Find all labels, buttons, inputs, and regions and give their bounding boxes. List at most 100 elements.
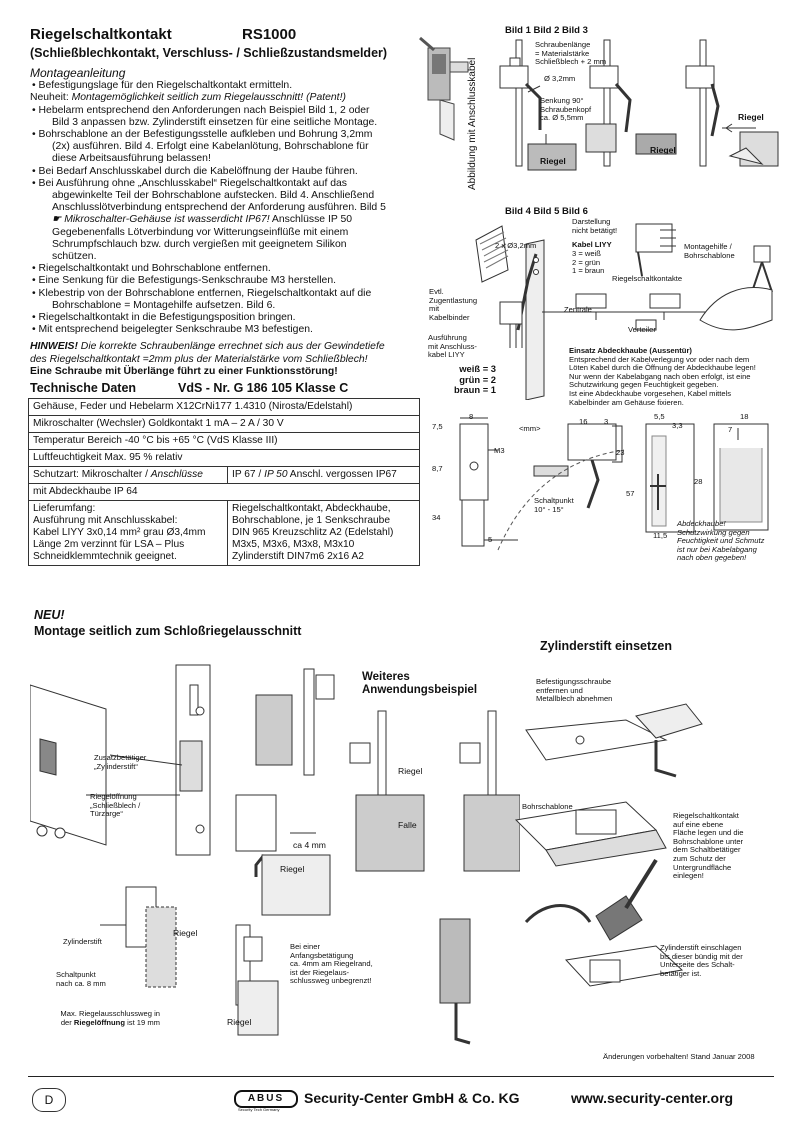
riegeloeffnung-line: Türzarge“ [90,809,123,819]
riegeloeffnung-line: „Schließblech / [90,800,141,810]
dim-label: 8,7 [432,464,443,473]
table-cell: Luftfeuchtigkeit Max. 95 % relativ [28,449,420,467]
abdeckhaube-line: nach oben gegeben! [677,553,747,563]
ca4-label: ca 4 mm [293,840,326,850]
list-item-cont: Gegebenenfalls Lötverbindung vor Witteru… [52,226,349,238]
abdeckhaube-line: Schutzwirkung gegen [677,527,750,537]
table-row: Lieferumfang: Ausführung mit Anschlusska… [28,500,420,566]
list-item: Klebestrip von der Bohrschablone entfern… [30,288,420,300]
zyl-line: bis dieser bündig mit der [660,951,743,961]
abus-logo: ABUS [234,1090,298,1108]
schraubenlaenge-line: Schraubenlänge [535,40,591,49]
schutz-right-it: IP 50 [264,469,288,480]
wire-weiss: weiß = 3 [459,363,496,374]
senkung-line: Schraubenkopf [540,104,592,114]
weiteres-line: Anwendungsbeispiel [362,684,478,696]
footer-divider [28,1076,774,1077]
evtl-label: Evtl. Zugentlastung mit Kabelbinder [429,287,477,322]
dim-label: 7 [728,425,733,434]
dim-label: 7,5 [432,422,443,431]
schutz-right-rest: Anschl. vergossen IP67 [287,469,397,480]
liefer-line: DIN 965 Kreuzschlitz A2 (Edelstahl) [232,527,394,538]
dim-label: 3,3 [672,421,683,430]
befestigung-label: Befestigungsschraube entfernen und Metal… [536,677,612,704]
ausfuehrung-line: Ausführung [428,333,467,342]
dim-label: 5 [488,535,493,544]
kabel-colors: 3 = weiß 2 = grün 1 = braun [572,249,604,276]
abbildung-label: Abbildung mit Anschlusskabel [467,40,482,190]
einsatz-line: Nur wenn der Kabelabgang nach oben erfol… [569,371,751,381]
abdeckhaube-line: Feuchtigkeit und Schmutz [677,536,765,546]
falle-label: Falle [398,820,417,830]
evtl-line: Kabelbinder [429,312,470,322]
befestigung-line: entfernen und [536,685,583,695]
riegel-label: Riegel [227,1017,252,1027]
list-item-cont: Schrumpfschlauch bzw. durch vergießen mi… [52,238,347,250]
riegeloeffnung-label: Riegelöffnung „Schließblech / Türzarge“ [90,792,141,819]
rsk-line: zum Schutz der [673,853,726,863]
kabel-color: 2 = grün [572,257,601,267]
dim-label: 5,5 [654,412,665,421]
riegel-label: Riegel [398,766,423,776]
abus-logo-sub: Security Tech Germany [238,1107,280,1112]
dim-label: 11,5 [653,531,668,540]
montagehilfe-line: Montagehilfe / [684,242,732,251]
website-link[interactable]: www.security-center.org [571,1090,734,1106]
neuheit-line: Neuheit: Montagemöglichkeit seitlich zum… [30,92,420,104]
schaltpunkt8-line: nach ca. 8 mm [56,978,106,988]
dim-label: 28 [694,477,703,486]
dim-label: 57 [626,489,635,498]
anfang-line: schlussweg unbegrenzt! [290,976,372,986]
ip50-note: Anschlüsse IP 50 [269,214,353,226]
liefer-line: Bohrschablone, je 1 Senkschraube [232,515,391,526]
weiteres-title: Weiteres Anwendungsbeispiel [362,671,477,697]
table-cell: Riegelschaltkontakt, Abdeckhaube, Bohrsc… [227,500,420,566]
rsk-line: einlegen! [673,871,704,881]
schutz-left: Schutzart: Mikroschalter / [33,469,151,480]
dim-label: 23 [616,448,625,457]
schaltpunkt-label: Schaltpunkt 10° - 15° [534,496,574,514]
montage-section: Montageanleitung Befestigungslage für de… [30,67,420,378]
einsatz-title: Einsatz Abdeckhaube (Aussentür) [569,346,692,355]
einsatz-line: Löten Kabel durch die Öffnung der Abdeck… [569,363,756,373]
list-item: Bei Ausführung ohne „Anschlusskabel“ Rie… [30,178,420,190]
table-row: Schutzart: Mikroschalter / Anschlüsse IP… [28,466,420,484]
schraubenlaenge-line: Schließblech + 2 mm [535,57,607,67]
country-badge: D [32,1088,66,1112]
riegel-label: Riegel [540,156,566,166]
montage-heading: Montageanleitung [30,66,126,80]
dimension-drawing [459,417,769,551]
liefer-line: Schneidklemmtechnik geeignet. [33,551,177,562]
list-item-cont: Bohrschablone = Montagehilfe aufsetzen. … [52,299,276,311]
darstellung-line: Darstellung [572,217,611,226]
hinweis-text2: des Riegelschaltkontakt =2mm plus der Ma… [30,353,368,365]
rsk-line: auf eine ebene [673,819,724,829]
model-number: RS1000 [242,26,297,43]
ausfuehrung-line: kabel LIYY [428,350,465,360]
evtl-line: Evtl. [429,287,444,296]
aenderung-note: Änderungen vorbehalten! Stand Januar 200… [603,1052,755,1061]
list-item: Mit entsprechend beigelegter Senkschraub… [30,324,420,336]
zyl-line: Unterseite des Schalt- [660,960,735,970]
page-subtitle: (Schließblechkontakt, Verschluss- / Schl… [30,46,388,60]
list-item-cont: ☛ Mikroschalter-Gehäuse ist wasserdicht … [30,214,420,226]
anfang-line: Anfangsbetätigung [290,950,354,960]
table-cell: Gehäuse, Feder und Hebelarm X12CrNi177 1… [28,398,420,416]
hinweis-warning: Eine Schraube mit Überlänge führt zu ein… [30,365,338,377]
table-row: Mikroschalter (Wechsler) Goldkontakt 1 m… [28,415,420,433]
max-weg-bold: Riegelöffnung [73,1017,125,1027]
abbildung-vertical-text: Abbildung mit Anschlusskabel [467,57,478,190]
anfang-line: ca. 4mm am Riegelrand, [290,959,373,969]
montagehilfe-label: Montagehilfe / Bohrschablone [684,242,735,260]
zyl-text: Zylinderstift einschlagen bis dieser bün… [660,943,743,978]
zylinderstift-label: Zylinderstift [63,937,102,946]
rsk-line: Bohrschablone unter [673,836,744,846]
company-name: Security-Center GmbH & Co. KG [304,1090,520,1106]
liefer-line: M3x5, M3x6, M3x8, M3x10 [232,539,355,550]
max-weg-line: Max. Riegelausschlussweg in [60,1009,160,1018]
mm-label: <mm> [519,424,541,433]
hinweis-text: Die korrekte Schraubenlänge errechnet si… [77,341,385,353]
evtl-line: mit [429,304,440,314]
hinweis: HINWEIS! Die korrekte Schraubenlänge err… [30,341,420,353]
dim-label: 34 [432,513,441,522]
